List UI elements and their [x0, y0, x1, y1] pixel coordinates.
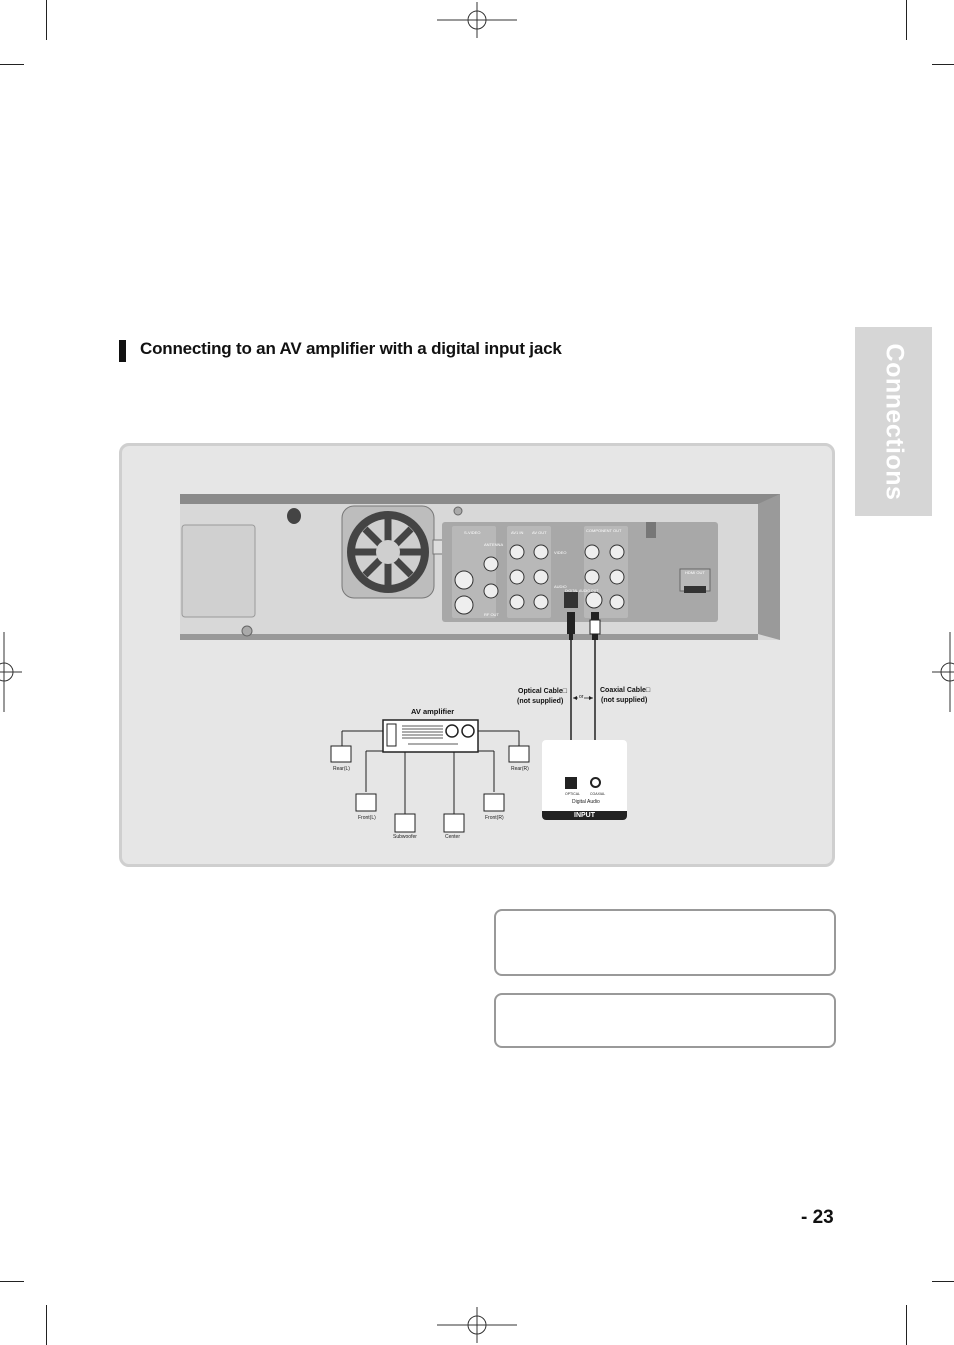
or-label: or	[578, 694, 585, 700]
coaxial-cable-note: (not supplied)	[601, 697, 648, 704]
optical-cable-label: Optical Cable□	[518, 688, 567, 695]
crop-mark	[0, 1281, 24, 1282]
coaxial-port-label: COAXIAL	[590, 792, 606, 796]
speaker-system	[330, 719, 530, 833]
av-amplifier-label: AV amplifier	[411, 707, 455, 716]
speaker-front-l-label: Front(L)	[358, 815, 376, 821]
optical-cable-note: (not supplied)	[517, 698, 564, 705]
coaxial-cable-label: Coaxial Cable□	[600, 687, 651, 694]
digital-input-box	[542, 740, 627, 820]
speaker-rear-r-label: Rear(R)	[511, 766, 529, 772]
crop-mark	[906, 0, 907, 40]
crop-mark	[46, 1305, 47, 1345]
crop-mark	[46, 0, 47, 40]
crop-mark	[932, 64, 954, 65]
label-svideo: S-VIDEO	[464, 530, 480, 535]
label-av-in: AV1 IN	[511, 530, 523, 535]
heading-bar	[119, 340, 126, 362]
side-tab: Connections	[855, 327, 932, 516]
label-av-out: AV OUT	[532, 530, 547, 535]
page-number: - 23	[801, 1207, 834, 1228]
input-bar-label: INPUT	[574, 812, 595, 819]
speaker-front-r-label: Front(R)	[485, 815, 504, 821]
coaxial-input-port	[590, 777, 601, 788]
crop-mark	[932, 1281, 954, 1282]
label-digital-audio-out: DIGITAL AUDIO OUT	[565, 589, 599, 593]
label-rf-out: RF OUT	[484, 612, 499, 617]
digital-audio-caption: Digital Audio	[572, 799, 600, 805]
crop-mark	[906, 1305, 907, 1345]
crop-mark	[0, 64, 24, 65]
device-back-panel: S-VIDEO ANTENNA AV1 IN AV OUT COMPONENT …	[180, 494, 780, 640]
note-box	[494, 909, 836, 976]
speaker-subwoofer-label: Subwoofer	[393, 834, 417, 840]
speaker-center-label: Center	[445, 834, 461, 840]
side-tab-label: Connections	[880, 343, 908, 500]
label-component-out: COMPONENT OUT	[586, 528, 622, 533]
note-box	[494, 993, 836, 1048]
label-video: VIDEO	[554, 550, 566, 555]
label-hdmi-out: HDMI OUT	[685, 570, 705, 575]
optical-port-label: OPTICAL	[565, 792, 580, 796]
speaker-rear-l-label: Rear(L)	[333, 766, 350, 772]
section-heading: Connecting to an AV amplifier with a dig…	[140, 339, 562, 358]
input-bar: INPUT	[542, 811, 627, 820]
label-antenna: ANTENNA	[484, 542, 503, 547]
optical-input-port	[565, 777, 577, 789]
label-audio: AUDIO	[554, 584, 567, 589]
